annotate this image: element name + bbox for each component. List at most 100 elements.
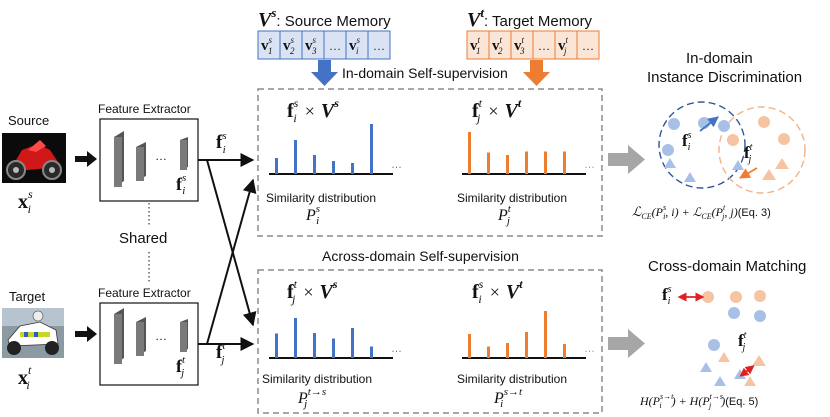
shared-label: Shared [119,230,167,247]
source-sample-triangle [732,160,744,170]
input-arrows [75,151,97,342]
in-domain-right-caption: Similarity distribution [457,191,567,205]
across-domain-left-bar [313,333,316,358]
instance-title-line2: Instance Discrimination [647,69,802,86]
source-memory-cell: … [367,30,391,60]
extractor-bottom-dots: … [155,329,167,343]
across-domain-right-ellipsis: … [584,343,595,355]
across-domain-title: Across-domain Self-supervision [322,248,519,264]
across-domain-left-bar [275,333,278,358]
gray-arrow-top [608,145,645,174]
extractor-bottom-layers [114,308,188,364]
target-sample-dot [778,133,790,145]
source-memory-arrow [311,60,338,86]
target-memory-cell-label: … [538,39,550,53]
in-domain-right-bar [563,151,566,174]
target-memory-title: Vt: Target Memory [467,5,593,31]
across-domain-right-bars: … [462,311,595,359]
source-label: Source [8,113,49,128]
extractor-top-dots: … [155,149,167,163]
source-sample-dot [718,120,730,132]
target-memory-cell: … [532,30,556,60]
source-sample-dot [754,310,766,322]
source-memory-title: Vs: Source Memory [258,5,391,31]
source-sample-triangle [714,376,726,386]
in-domain-left-bar [370,124,373,174]
source-memory-cell-label: … [329,39,341,53]
source-sample-triangle [684,172,696,182]
gray-arrow-bottom [608,329,645,358]
across-domain-right-bar [487,346,490,358]
matching-title: Cross-domain Matching [648,258,806,275]
across-domain-right-bar [506,343,509,358]
across-domain-panel [257,269,603,414]
in-domain-right-bar [487,152,490,174]
source-sample-dot [662,144,674,156]
target-sample-triangle [752,355,766,366]
in-domain-right-bars: … [462,132,595,175]
source-memory-cell: … [323,30,347,60]
in-domain-right-bar [468,132,471,174]
across-domain-right-bar [468,334,471,358]
target-memory-cell: … [576,30,600,60]
across-domain-left-bar [370,346,373,358]
source-image-motorbike [2,133,66,183]
in-domain-left-bar [351,163,354,174]
across-domain-right-bar [563,344,566,358]
across-domain-right-bar [525,332,528,358]
target-sample-dot [702,291,714,303]
target-cluster-circle [718,106,806,194]
source-sample-triangle [664,158,676,168]
in-domain-right-ellipsis: … [584,159,595,171]
in-domain-left-bar [294,140,297,174]
target-image-police-bike [2,308,64,358]
in-domain-left-bar [275,158,278,174]
target-label: Target [9,289,46,304]
instance-title-line1: In-domain [686,50,753,67]
target-memory-cell-label: … [582,39,594,53]
target-sample-dot [727,134,739,146]
routing-arrows [198,153,257,351]
source-sample-triangle [700,362,712,372]
extractor-top-label: Feature Extractor [98,102,191,116]
source-sample-dot [708,339,720,351]
target-sample-dot [758,116,770,128]
across-domain-left-bars: … [269,318,402,359]
target-memory-arrow [523,60,550,86]
across-domain-left-bar [332,338,335,358]
in-domain-left-bar [313,155,316,174]
